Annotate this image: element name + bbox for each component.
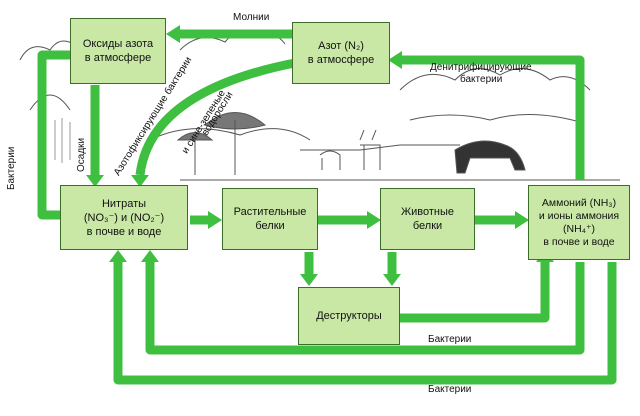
arrow-ammonium-to-nitrates-inner [145,262,585,355]
arrow-oxides-left-loop [37,50,70,220]
arrow-ammonium-to-nitrogen [402,55,585,180]
box-nitrates-line3: в почве и воде [86,225,162,238]
landscape-illustration [19,31,620,181]
label-lightning: Молнии [233,12,270,23]
box-nitrates-line2: (NO₃⁻) и (NO₂⁻) [83,211,165,224]
box-nitrates-line1: Нитраты [101,197,147,210]
box-atmospheric-nitrogen: Азот (N₂) в атмосфере [292,22,390,84]
box-animal-line1: Животные [400,206,455,218]
box-plant-line2: белки [255,220,285,232]
box-decomposers-line1: Деструкторы [316,310,382,322]
arrow-decomposers-to-ammonium [400,262,550,323]
box-nitrates: Нитраты (NO₃⁻) и (NO₂⁻) в почве и воде [60,185,188,250]
box-nitrogen-oxides: Оксиды азота в атмосфере [70,18,166,84]
label-precipitation: Осадки [76,137,87,172]
box-oxides-line1: Оксиды азота [82,38,154,50]
cycle-arrows [37,29,617,385]
label-bacteria-mid: Бактерии [428,334,472,345]
arrow-ammonium-to-nitrates-outer [113,262,617,385]
box-ammonium-line3: (NH₄⁺) [563,222,595,235]
arrow-nitrogen-to-nitrates [135,57,301,176]
box-ammonium-line4: в почве и воде [543,235,615,248]
box-ammonium-line2: и ионы аммония [538,209,620,222]
box-nitrogen-line1: Азот (N₂) [318,40,364,52]
box-oxides-line2: в атмосфере [84,52,152,64]
box-animal-line2: белки [412,220,443,232]
label-bacteria-bottom: Бактерии [428,384,472,395]
label-denitrifying-1: Денитрифицирующие [430,62,532,73]
box-ammonium-line1: Аммоний (NH₃) [541,196,617,209]
box-nitrogen-line2: в атмосфере [307,54,375,66]
box-decomposers: Деструкторы [298,287,400,345]
box-plant-line1: Растительные [233,206,307,218]
box-ammonium: Аммоний (NH₃) и ионы аммония (NH₄⁺) в по… [528,185,630,260]
label-denitrifying-2: бактерии [460,74,503,85]
label-bacteria-left: Бактерии [6,146,17,190]
box-plant-proteins: Растительные белки [222,188,318,250]
box-animal-proteins: Животные белки [380,188,475,250]
